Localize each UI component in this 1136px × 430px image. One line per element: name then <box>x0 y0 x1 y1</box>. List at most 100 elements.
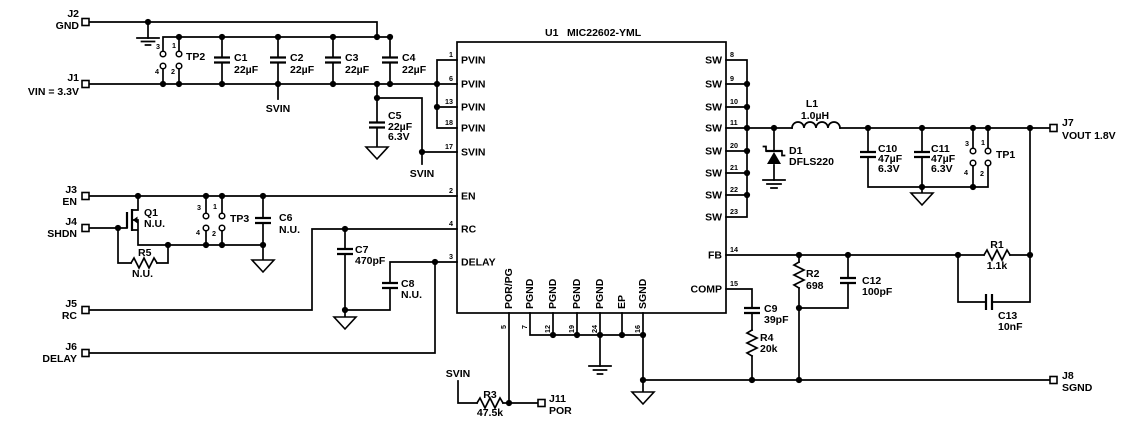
ic-pin-number: 4 <box>449 219 453 228</box>
component-value: 100pF <box>862 286 893 298</box>
ic-pin-label: PGND <box>571 278 583 309</box>
testpoint-pin-number: 4 <box>196 228 200 237</box>
connector-ref: J2 <box>67 8 79 20</box>
ic-pin-label: SGND <box>637 278 649 309</box>
testpoint-pin-number: 1 <box>981 138 985 147</box>
net-label-svin: SVIN <box>446 368 471 380</box>
connector-label: GND <box>56 20 80 32</box>
connector-ref: J4 <box>65 216 77 228</box>
net-label-svin: SVIN <box>266 103 291 115</box>
ic-pin-label: PGND <box>524 278 536 309</box>
component-ref: D1 <box>789 145 803 157</box>
ic-pin-label: DELAY <box>461 257 496 269</box>
ic-pin-number: 21 <box>730 163 738 172</box>
ic-pin-label: PGND <box>547 278 559 309</box>
ic-pin-label: SW <box>705 79 722 91</box>
component-rating: 6.3V <box>931 163 953 175</box>
ic-pin-number: 6 <box>449 74 453 83</box>
ic-pin-number: 8 <box>730 50 734 59</box>
mosfet-symbol <box>125 209 138 231</box>
ic-pin-label: EP <box>616 295 628 309</box>
ic-pin-label: SW <box>705 102 722 114</box>
ic-pin-number: 11 <box>730 118 738 127</box>
testpoint-pin-number: 2 <box>980 169 984 178</box>
connector-label: SHDN <box>47 228 77 240</box>
ic-pin-number: 14 <box>730 245 738 254</box>
ic-pin-label: RC <box>461 224 477 236</box>
ic-pin-label: SW <box>705 55 722 67</box>
ic-pin-number: 23 <box>730 207 738 216</box>
component-ref: C5 <box>388 110 402 122</box>
component-ref: R3 <box>483 389 497 401</box>
resistor-zigzags <box>129 248 1012 410</box>
ic-pin-label: PVIN <box>461 123 486 135</box>
component-value: 47µF <box>878 153 903 165</box>
test-point-circles <box>159 50 992 232</box>
component-ref: C2 <box>290 52 304 64</box>
connector-ref: J8 <box>1062 370 1074 382</box>
net-label-svin: SVIN <box>410 168 435 180</box>
component-ref: R1 <box>990 239 1004 251</box>
testpoint-pin-number: 1 <box>213 202 217 211</box>
component-ref: R2 <box>806 268 820 280</box>
ic-ref: U1 <box>545 27 559 39</box>
component-value: 22µF <box>388 121 413 133</box>
ic-pin-label: EN <box>461 191 476 203</box>
testpoint-pin-number: 2 <box>212 229 216 238</box>
component-ref: C3 <box>345 52 359 64</box>
connector-label: DELAY <box>42 353 77 365</box>
ic-pin-label: SW <box>705 212 722 224</box>
connector-ref: J3 <box>65 184 77 196</box>
test-point-labels: TP2 3 1 4 2 TP3 3 1 4 2 TP1 3 1 4 2 <box>155 41 1015 238</box>
component-value: 698 <box>806 280 824 292</box>
connector-ref: J5 <box>65 298 77 310</box>
component-value: 47.5k <box>477 407 503 419</box>
component-value: 20k <box>760 343 778 355</box>
component-ref: C13 <box>998 310 1017 322</box>
ic-pin-number: 20 <box>730 141 738 150</box>
testpoint-pin-number: 3 <box>965 139 969 148</box>
component-value: DFLS220 <box>789 156 834 168</box>
ic-pin-number: 15 <box>730 279 738 288</box>
component-ref: C9 <box>764 303 778 315</box>
component-value: 39pF <box>764 314 789 326</box>
ic-pin-label: PVIN <box>461 79 486 91</box>
connector-ref: J7 <box>1062 117 1074 129</box>
connector-pads <box>81 17 1058 408</box>
junction-dots <box>114 18 1034 407</box>
testpoint-pin-number: 3 <box>197 203 201 212</box>
component-labels: C1 22µF C2 22µF C3 22µF C4 22µF C5 22µF … <box>132 52 1023 419</box>
ic-pin-label: SW <box>705 190 722 202</box>
testpoint-ref: TP3 <box>230 213 249 225</box>
ic-pin-number: 7 <box>520 325 529 329</box>
component-value: 22µF <box>234 64 259 76</box>
component-value: N.U. <box>279 224 300 236</box>
ic-pin-number: 10 <box>730 97 738 106</box>
ic-pin-number: 5 <box>499 325 508 329</box>
ic-pin-label: PVIN <box>461 102 486 114</box>
ic-pin-number: 24 <box>590 325 599 333</box>
connector-label: RC <box>62 310 78 322</box>
connector-label: POR <box>549 405 572 417</box>
component-ref: C6 <box>279 212 293 224</box>
ic-pin-number: 22 <box>730 185 738 194</box>
ic-pin-label: PVIN <box>461 55 486 67</box>
ic-u1: U1 MIC22602-YML PVIN PVIN PVIN PVIN SVIN… <box>445 27 738 333</box>
component-value: 22µF <box>402 64 427 76</box>
ic-part-number: MIC22602-YML <box>567 27 642 39</box>
ic-pin-number: 13 <box>445 97 453 106</box>
component-ref: C11 <box>931 143 950 155</box>
component-ref: C7 <box>355 244 369 256</box>
ic-pin-number: 2 <box>449 186 453 195</box>
testpoint-ref: TP2 <box>186 51 205 63</box>
component-rating: 6.3V <box>878 163 900 175</box>
connector-label: SGND <box>1062 382 1093 394</box>
connector-label: VOUT 1.8V <box>1062 130 1116 142</box>
testpoint-pin-number: 3 <box>156 42 160 51</box>
ic-pin-number: 9 <box>730 74 734 83</box>
inductor-symbol <box>791 121 841 129</box>
ic-pin-label: SW <box>705 123 722 135</box>
ic-pin-label: PGND <box>594 278 606 309</box>
connector-label: VIN = 3.3V <box>28 86 79 98</box>
